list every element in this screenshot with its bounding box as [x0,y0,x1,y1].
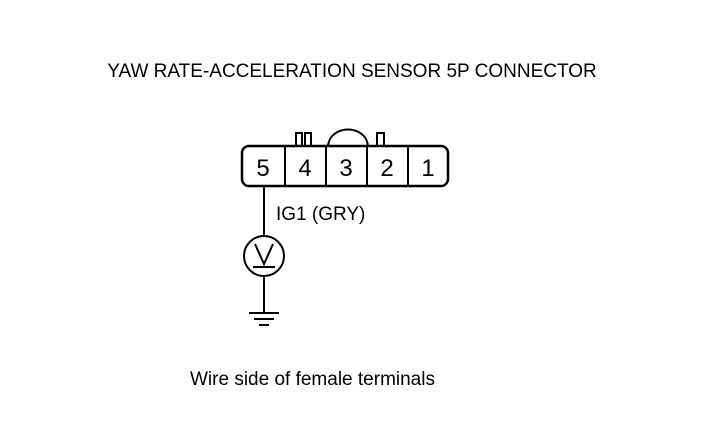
pin-label-5: 5 [256,155,269,182]
wire-label: IG1 (GRY) [276,204,365,225]
pin-label-4: 4 [298,155,311,182]
diagram-title: YAW RATE-ACCELERATION SENSOR 5P CONNECTO… [107,61,597,82]
diagram-caption: Wire side of female terminals [190,369,435,390]
pin-label-1: 1 [421,155,434,182]
connector-body [240,144,450,188]
voltmeter-icon [243,235,285,277]
pin-label-3: 3 [339,155,352,182]
connector-lock-tabs [295,128,385,147]
ground-icon [249,312,279,326]
connector-dividers [284,146,409,186]
pin-label-2: 2 [380,155,393,182]
